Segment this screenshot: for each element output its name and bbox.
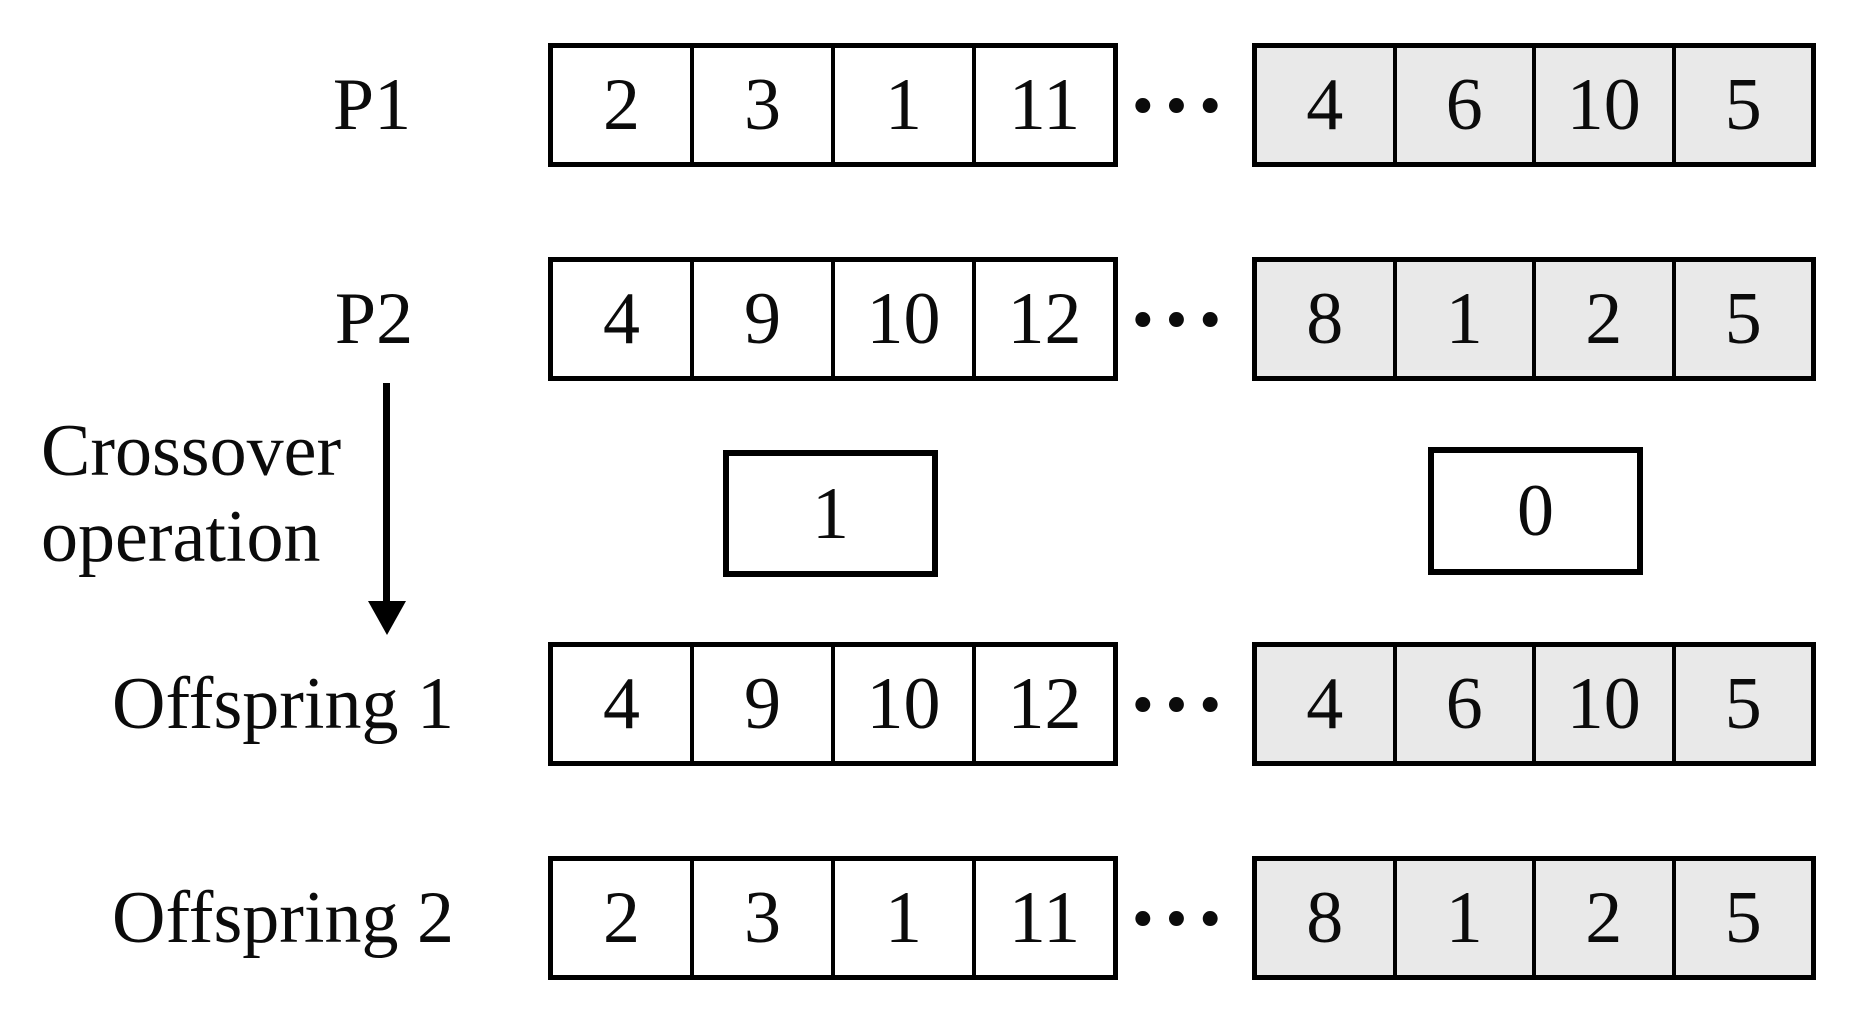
gene-cell: 4 [1306,663,1344,745]
gene-cell: 1 [831,48,972,162]
crossover-operation-label: Crossover operation [41,408,341,580]
row-label-p1: P1 [332,64,412,146]
gene-cell: 4 [1306,64,1344,146]
crossover-operation-label-line2: operation [41,496,321,578]
gene-cell: 2 [603,877,640,959]
gene-cell: 2 [1532,861,1672,975]
gene-cell: 11 [972,48,1113,162]
ellipsis-offspring-1: ··· [1127,653,1229,755]
gene-cell: 8 [1306,278,1344,360]
gene-cell: 3 [690,861,831,975]
gene-cell: 4 [603,663,640,745]
gene-cell: 3 [690,48,831,162]
gene-cell: 12 [972,647,1113,761]
crossover-operation-label-line1: Crossover [41,410,342,492]
mask-value-right-box: 0 [1428,447,1643,575]
gene-cell: 4 [603,278,640,360]
gene-cell: 1 [1392,861,1533,975]
gene-cell: 6 [1392,48,1533,162]
gene-cell: 5 [1671,262,1812,376]
gene-cell: 5 [1671,48,1812,162]
gene-cell: 10 [831,262,972,376]
ellipsis-p1: ··· [1127,54,1229,156]
gene-cell: 5 [1671,861,1812,975]
gene-cell: 6 [1392,647,1533,761]
ellipsis-p2: ··· [1127,268,1229,370]
gene-cell: 10 [831,647,972,761]
p2-right-segment: 8 1 2 5 [1252,257,1816,381]
offspring1-left-segment: 4 9 10 12 [548,642,1118,766]
gene-cell: 12 [972,262,1113,376]
gene-cell: 5 [1671,647,1812,761]
p1-right-segment: 4 6 10 5 [1252,43,1816,167]
gene-cell: 10 [1532,647,1672,761]
down-arrow-head [368,601,406,635]
offspring2-right-segment: 8 1 2 5 [1252,856,1816,980]
gene-cell: 1 [1392,262,1533,376]
gene-cell: 1 [831,861,972,975]
gene-cell: 9 [690,647,831,761]
ellipsis-offspring-2: ··· [1127,867,1229,969]
p2-left-segment: 4 9 10 12 [548,257,1118,381]
mask-value-left-box: 1 [723,450,938,577]
row-label-offspring-1: Offspring 1 [112,663,454,745]
gene-cell: 8 [1306,877,1344,959]
offspring1-right-segment: 4 6 10 5 [1252,642,1816,766]
gene-cell: 2 [603,64,640,146]
row-label-p2: P2 [334,278,414,360]
gene-cell: 10 [1532,48,1672,162]
offspring2-left-segment: 2 3 1 11 [548,856,1118,980]
gene-cell: 11 [972,861,1113,975]
down-arrow-shaft [383,383,390,605]
gene-cell: 9 [690,262,831,376]
row-label-offspring-2: Offspring 2 [112,877,454,959]
gene-cell: 2 [1532,262,1672,376]
p1-left-segment: 2 3 1 11 [548,43,1118,167]
